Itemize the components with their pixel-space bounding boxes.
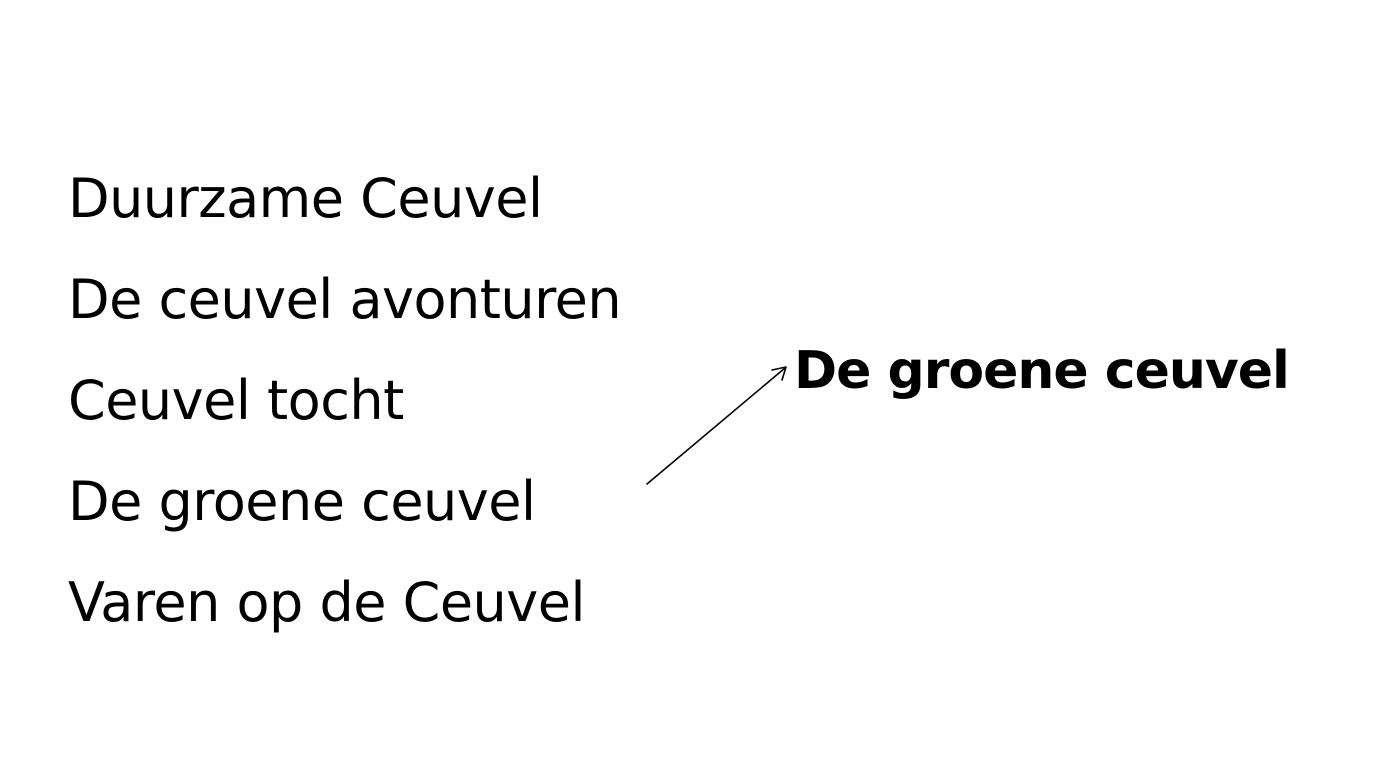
option-de-ceuvel-avonturen: De ceuvel avonturen (68, 268, 622, 331)
arrow-head-icon (771, 366, 787, 381)
name-options-list: Duurzame Ceuvel De ceuvel avonturen Ceuv… (68, 148, 622, 653)
option-ceuvel-tocht: Ceuvel tocht (68, 369, 404, 432)
option-duurzame-ceuvel: Duurzame Ceuvel (68, 167, 543, 230)
chosen-name: De groene ceuvel (794, 341, 1290, 401)
option-de-groene-ceuvel: De groene ceuvel (68, 470, 536, 533)
option-varen-op-de-ceuvel: Varen op de Ceuvel (68, 571, 585, 634)
arrow-line (646, 367, 786, 485)
